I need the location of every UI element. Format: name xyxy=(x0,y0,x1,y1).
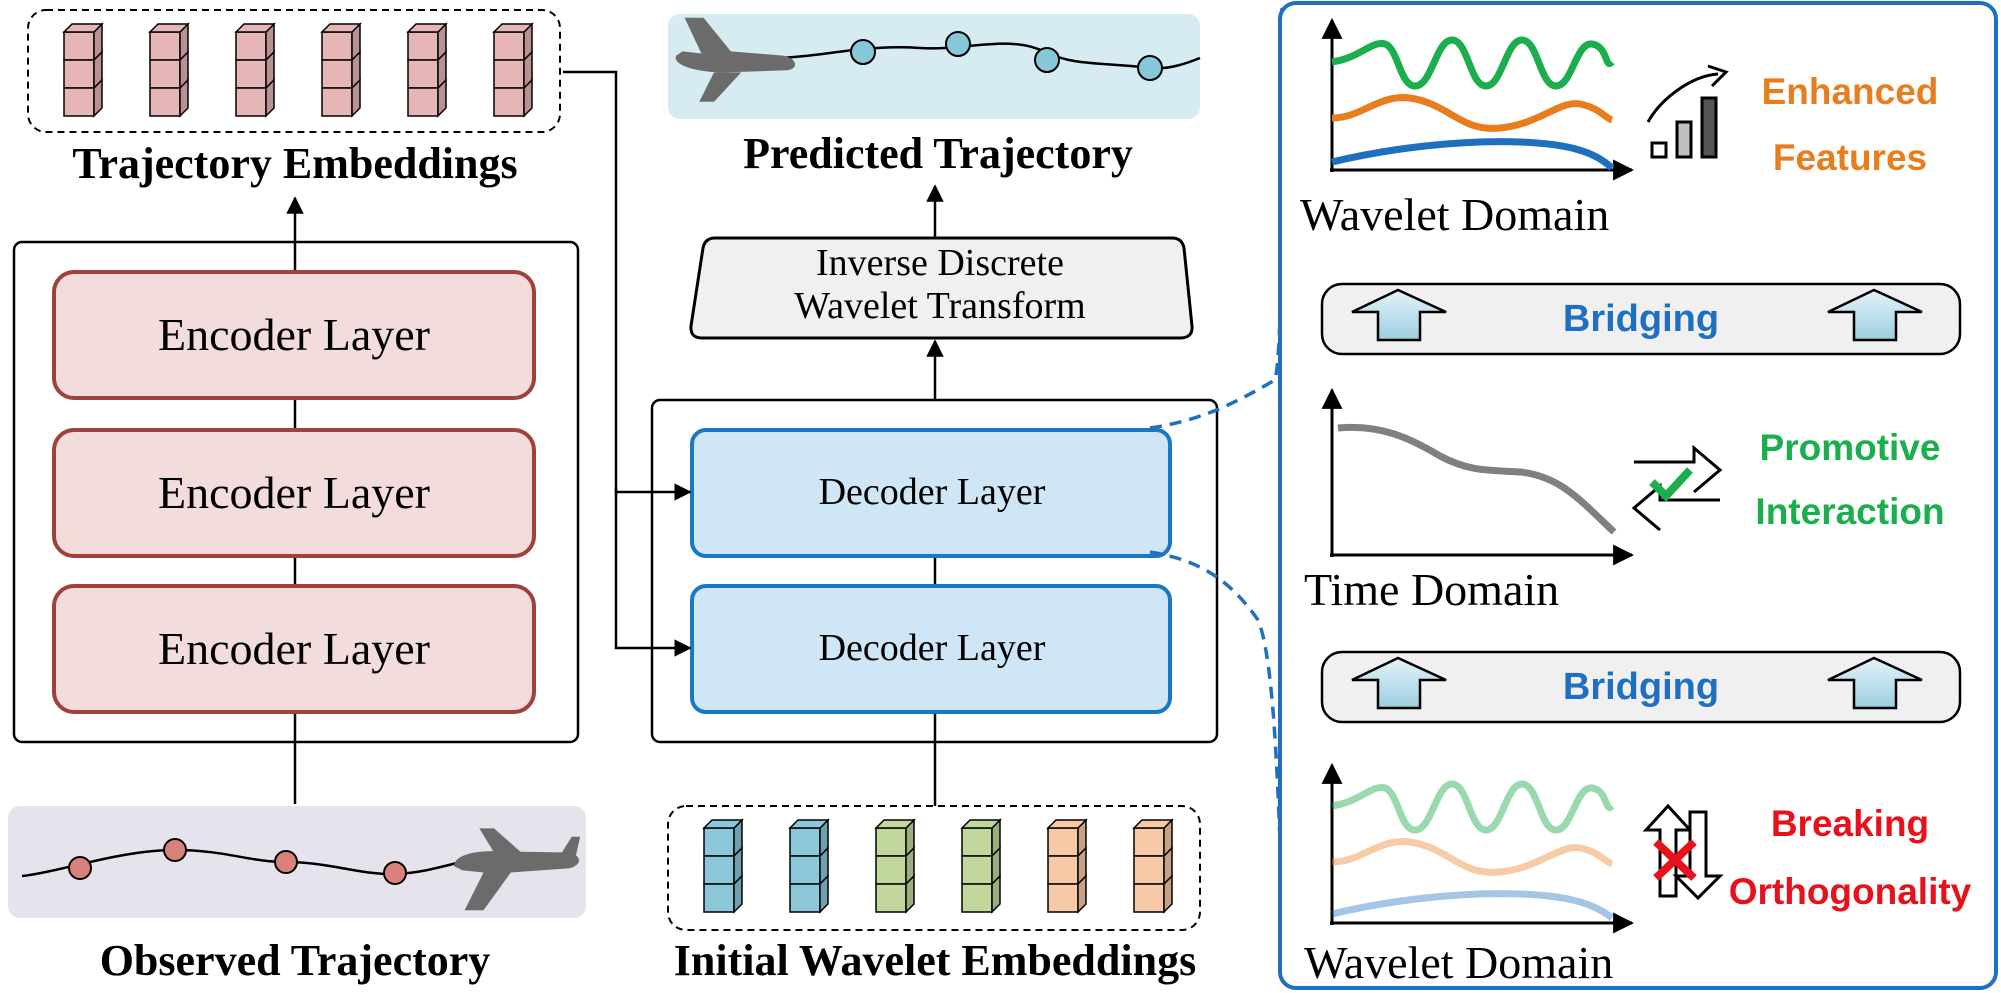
enhanced-features-line1: Enhanced xyxy=(1762,71,1939,112)
airplane-icon xyxy=(454,828,581,911)
bridging-box xyxy=(1320,282,1962,356)
predicted-trajectory-group: Predicted Trajectory xyxy=(668,14,1201,178)
wavelet-domain-breaking-plot: Wavelet Domain Breaking Orthogonality xyxy=(1304,762,1972,988)
time-domain-plot: Time Domain Promotive Interaction xyxy=(1304,387,1945,615)
decoder-layer-label: Decoder Layer xyxy=(819,627,1046,669)
breaking-orthogonality-line1: Breaking xyxy=(1771,803,1929,844)
up-arrow-icon xyxy=(1827,288,1923,342)
decoder-block: Decoder Layer Decoder Layer xyxy=(563,70,1219,806)
trajectory-point xyxy=(1137,55,1163,81)
trajectory-point xyxy=(945,31,971,57)
embedding-cube-stack xyxy=(702,818,744,914)
encoder-layer-label: Encoder Layer xyxy=(158,309,430,360)
wavelet-domain-enhanced-plot: Wavelet Domain Enhanced Features xyxy=(1300,17,1939,240)
faded-green-wave xyxy=(1331,780,1615,834)
up-arrow-icon xyxy=(1351,288,1447,342)
observed-trajectory-label: Observed Trajectory xyxy=(100,936,491,985)
wavelet-domain-label: Wavelet Domain xyxy=(1300,189,1609,240)
encoder-layer-label: Encoder Layer xyxy=(158,467,430,518)
embedding-cube-stack xyxy=(148,22,190,118)
encoder-layer-label: Encoder Layer xyxy=(158,623,430,674)
decoder-layer-box xyxy=(690,584,1172,714)
idwt-label-line1: Inverse Discrete xyxy=(816,242,1064,284)
decoder-layer-box xyxy=(690,428,1172,558)
embedding-cube-stack xyxy=(492,22,534,118)
up-arrow-icon xyxy=(1351,656,1447,710)
idwt-label-line2: Wavelet Transform xyxy=(794,285,1085,327)
trajectory-embeddings-group: Trajectory Embeddings xyxy=(27,9,561,188)
decoder-layer-label: Decoder Layer xyxy=(819,471,1046,513)
embedding-cube-stack xyxy=(1132,818,1174,914)
faded-blue-wave xyxy=(1331,890,1615,921)
trajectory-point xyxy=(383,861,407,885)
bridging-box xyxy=(1320,650,1962,724)
trajectory-point xyxy=(850,39,876,65)
trajectory-embeddings-label: Trajectory Embeddings xyxy=(72,139,517,188)
predicted-trajectory-panel xyxy=(668,14,1200,119)
idwt-box xyxy=(689,236,1194,340)
embedding-to-decoder-arrow xyxy=(563,70,692,501)
encoder-layer-box xyxy=(52,270,536,400)
breaking-orthogonality-line2: Orthogonality xyxy=(1729,871,1972,912)
trajectory-point xyxy=(68,856,92,880)
blue-wave xyxy=(1331,138,1615,171)
trajectory-point xyxy=(274,850,298,874)
initial-wavelet-embedding-cubes xyxy=(702,818,1174,914)
embedding-cube-stack xyxy=(406,22,448,118)
airplane-icon xyxy=(675,17,796,102)
bridging-bar: Bridging xyxy=(1320,282,1962,356)
orange-wave xyxy=(1331,94,1614,132)
up-arrow-icon xyxy=(1827,656,1923,710)
predicted-trajectory-label: Predicted Trajectory xyxy=(743,129,1133,178)
enhanced-features-line2: Features xyxy=(1773,137,1927,178)
wavelet-interaction-panel: Wavelet Domain Enhanced Features Bridgin… xyxy=(1278,1,1998,990)
observed-trajectory-group: Observed Trajectory xyxy=(8,806,586,985)
faded-orange-wave xyxy=(1331,838,1614,876)
swap-arrows-check-icon xyxy=(1631,444,1723,532)
swap-arrows-cross-icon xyxy=(1642,803,1724,901)
bridging-bar: Bridging xyxy=(1320,650,1962,724)
panel-border xyxy=(1278,1,1998,990)
idwt-block: Inverse Discrete Wavelet Transform xyxy=(689,184,1194,430)
initial-wavelet-embeddings-box xyxy=(667,805,1201,931)
encoder-layer-box xyxy=(52,428,536,558)
trajectory-point xyxy=(163,838,187,862)
bar-chart-up-icon xyxy=(1646,64,1729,159)
embedding-cube-stack xyxy=(1046,818,1088,914)
trajectory-embeddings-box xyxy=(27,9,561,133)
initial-wavelet-embeddings-group: Initial Wavelet Embeddings xyxy=(667,805,1201,985)
embedding-to-decoder-arrow xyxy=(614,488,692,657)
trajectory-embedding-cubes xyxy=(62,22,534,118)
time-series-curve xyxy=(1337,423,1617,535)
time-domain-label: Time Domain xyxy=(1304,564,1559,615)
embedding-cube-stack xyxy=(874,818,916,914)
embedding-cube-stack xyxy=(320,22,362,118)
encoder-block: Encoder Layer Encoder Layer Encoder Laye… xyxy=(12,196,580,804)
promotive-interaction-line2: Interaction xyxy=(1755,491,1944,532)
wavelet-domain-label: Wavelet Domain xyxy=(1304,937,1613,988)
embedding-cube-stack xyxy=(788,818,830,914)
initial-wavelet-embeddings-label: Initial Wavelet Embeddings xyxy=(674,936,1196,985)
trajectory-point xyxy=(1034,47,1060,73)
promotive-interaction-line1: Promotive xyxy=(1760,427,1941,468)
embedding-cube-stack xyxy=(960,818,1002,914)
green-wave xyxy=(1331,36,1615,90)
embedding-cube-stack xyxy=(234,22,276,118)
encoder-layer-box xyxy=(52,584,536,714)
bridging-label: Bridging xyxy=(1563,666,1719,708)
embedding-cube-stack xyxy=(62,22,104,118)
bridging-label: Bridging xyxy=(1563,298,1719,340)
